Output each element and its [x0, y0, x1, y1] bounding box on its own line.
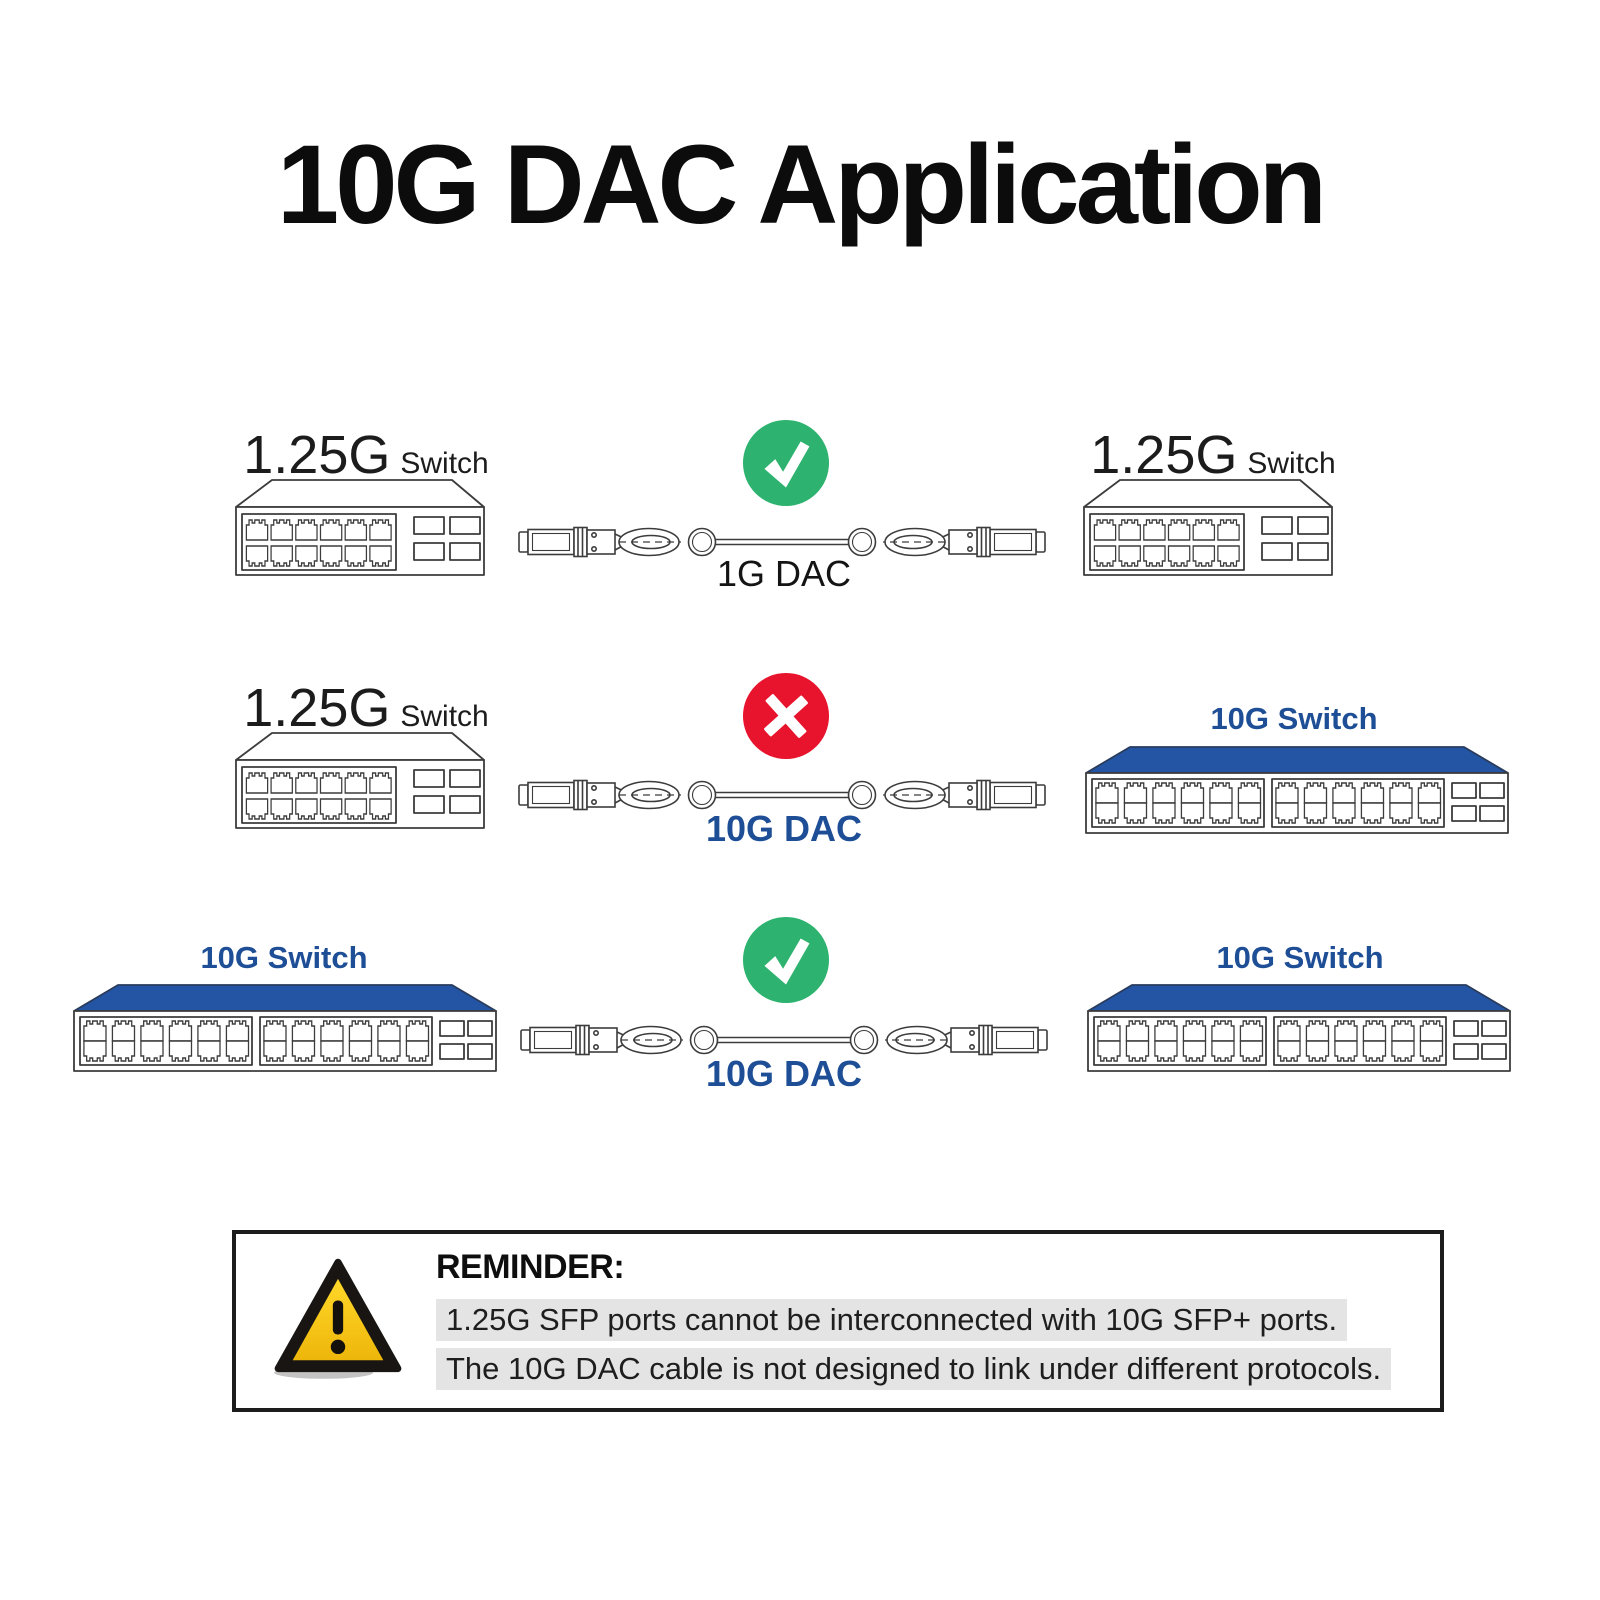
switch-10g-graphic [1076, 745, 1518, 837]
switch-word-text: Switch [400, 447, 489, 480]
reminder-box: REMINDER: 1.25G SFP ports cannot be inte… [232, 1230, 1444, 1412]
reminder-line-1: 1.25G SFP ports cannot be interconnected… [436, 1299, 1348, 1341]
warning-triangle-icon [270, 1254, 406, 1382]
switch-speed-text: 1.25G [1090, 425, 1238, 485]
page-title: 10G DAC Application [276, 122, 1327, 247]
switch-label-10g-right: 10G Switch [1216, 940, 1384, 975]
switch-1g-graphic [228, 477, 492, 577]
reminder-text-block: REMINDER: 1.25G SFP ports cannot be inte… [436, 1248, 1392, 1397]
cable-label-10g-dac: 10G DAC [705, 808, 863, 849]
switch-label-10g-right: 10G Switch [1210, 701, 1378, 736]
reminder-heading: REMINDER: [436, 1248, 625, 1286]
switch-speed-text: 1.25G [243, 678, 391, 738]
switch-label-1g-left: 1.25G Switch [243, 424, 488, 486]
switch-10g-graphic [64, 983, 506, 1075]
switch-word-text: Switch [1247, 447, 1336, 480]
check-icon [742, 916, 830, 1004]
switch-label-1g-right: 1.25G Switch [1090, 424, 1335, 486]
switch-1g-graphic [228, 730, 492, 830]
switch-1g-graphic [1076, 477, 1340, 577]
switch-label-10g-left: 10G Switch [200, 940, 368, 975]
switch-label-1g-left: 1.25G Switch [243, 677, 488, 739]
cable-label-10g-dac: 10G DAC [705, 1053, 863, 1094]
switch-word-text: Switch [400, 700, 489, 733]
check-icon [742, 419, 830, 507]
switch-10g-graphic [1078, 983, 1520, 1075]
switch-speed-text: 1.25G [243, 425, 391, 485]
cable-label-1g-dac: 1G DAC [716, 553, 852, 594]
cross-icon [742, 672, 830, 760]
reminder-line-2: The 10G DAC cable is not designed to lin… [436, 1348, 1392, 1390]
